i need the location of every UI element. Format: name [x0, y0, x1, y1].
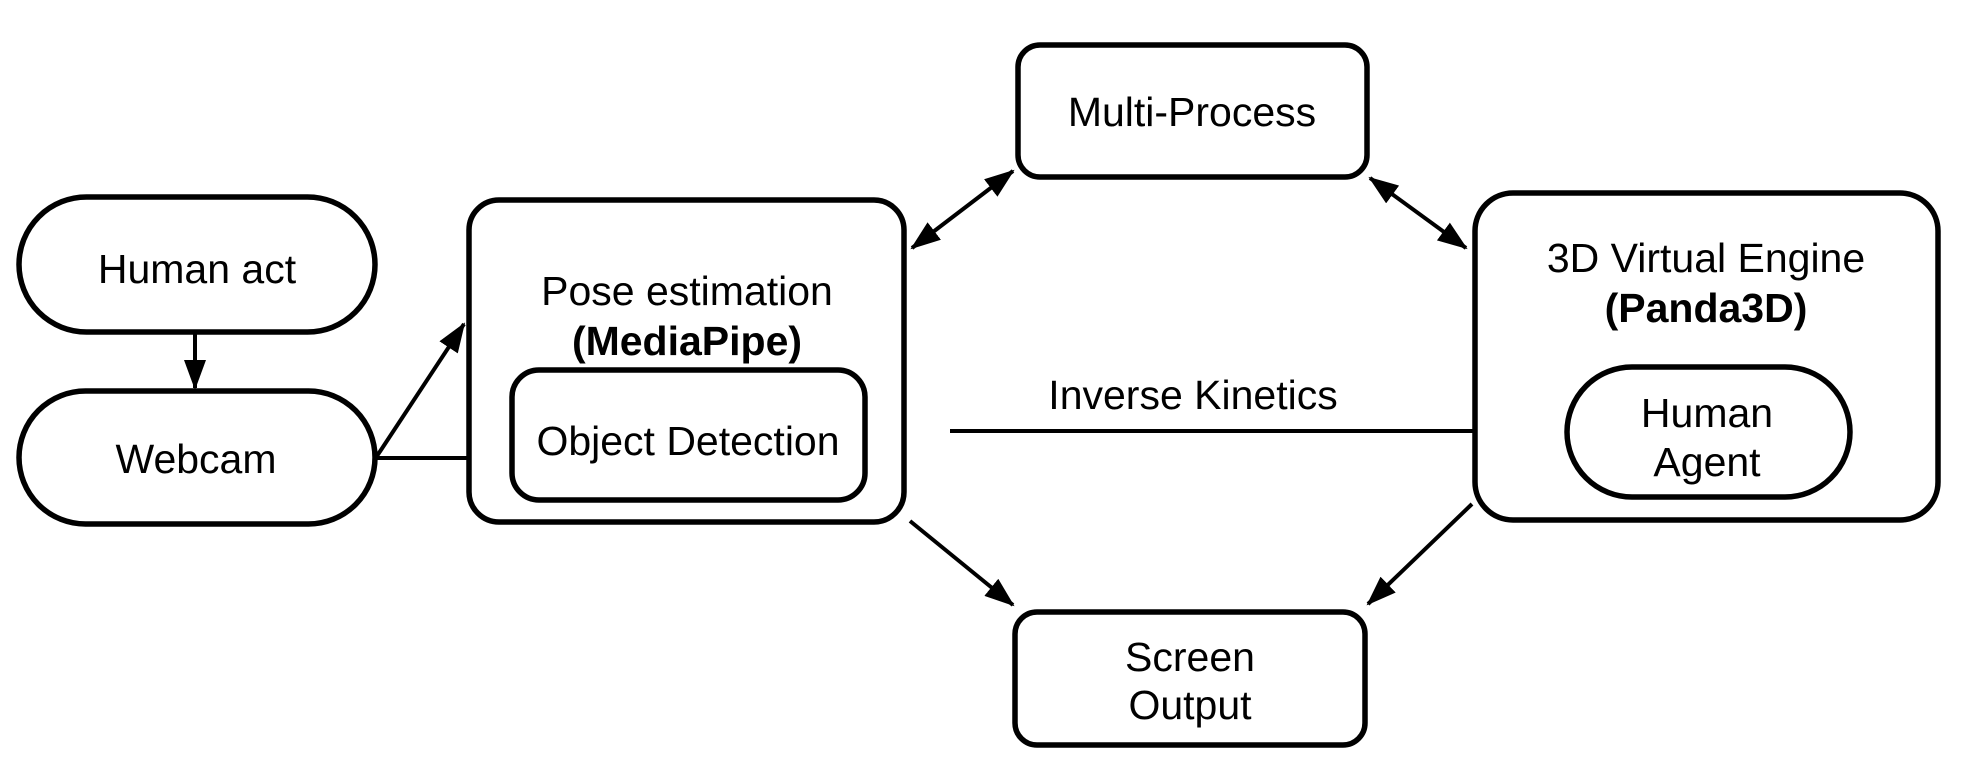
multi-process-node	[1015, 42, 1370, 180]
multi-process-label: Multi-Process	[1068, 89, 1316, 135]
pose-estimation-title: Pose estimation	[541, 268, 833, 314]
webcam-node	[16, 388, 378, 527]
human-agent-label-line1: Human	[1641, 390, 1773, 436]
inverse-kinetics-label: Inverse Kinetics	[1048, 372, 1337, 418]
arrow-pose-estimation-to-screen-output	[908, 519, 1015, 607]
virtual-engine-subtitle: (Panda3D)	[1605, 285, 1808, 331]
screen-output-label-line2: Output	[1128, 682, 1252, 728]
human-agent-label-line2: Agent	[1653, 439, 1761, 485]
arrow-pose-estimation-multi-process	[910, 169, 1015, 250]
arrow-virtual-engine-to-screen-output	[1366, 502, 1474, 606]
pose-estimation-subtitle: (MediaPipe)	[572, 318, 802, 364]
screen-output-node	[1012, 609, 1368, 748]
screen-output-label-line1: Screen	[1125, 634, 1255, 680]
human-agent-node	[1564, 364, 1853, 500]
human-act-node	[16, 194, 378, 335]
object-detection-label: Object Detection	[536, 418, 839, 464]
human-act-label: Human act	[98, 246, 297, 292]
webcam-label: Webcam	[115, 436, 276, 482]
arrow-webcam-to-pose-estimation	[375, 322, 466, 458]
virtual-engine-title: 3D Virtual Engine	[1547, 235, 1865, 281]
arrow-multi-process-virtual-engine	[1368, 176, 1468, 250]
object-detection-node	[509, 367, 868, 503]
